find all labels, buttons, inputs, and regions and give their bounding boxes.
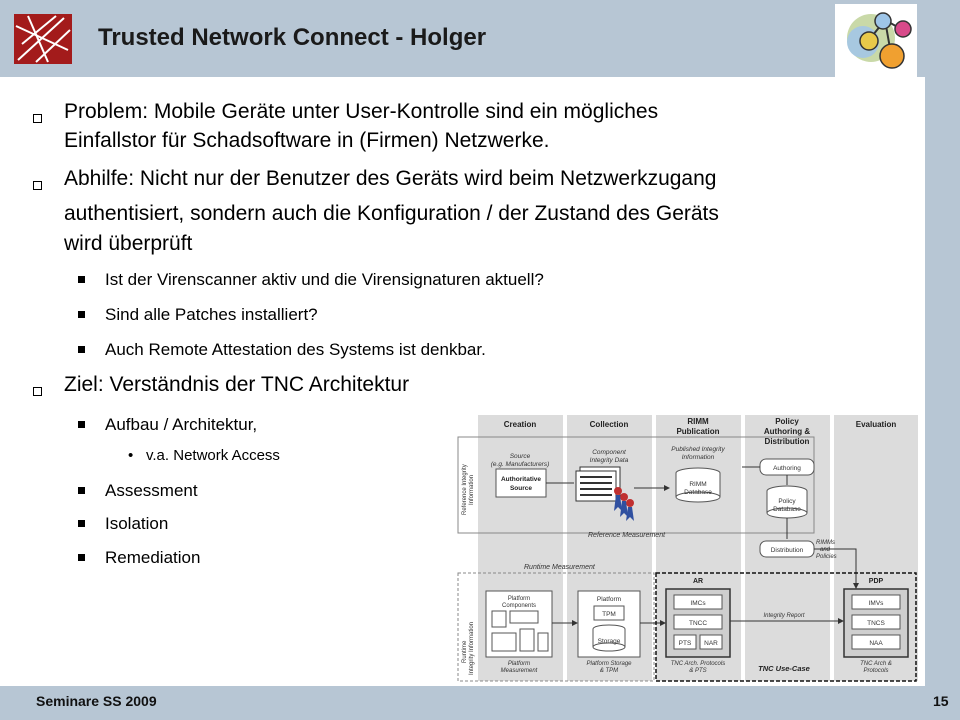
filled-square-bullet-icon — [78, 421, 85, 428]
comp-int-label-2: Integrity Data — [590, 457, 629, 464]
footer-seminar: Seminare SS 2009 — [36, 693, 157, 709]
rimm-database-icon — [675, 467, 721, 503]
header-bar — [0, 0, 925, 77]
policy-database-icon — [766, 485, 808, 519]
side-label-bottom-2: Integrity Information — [469, 622, 475, 675]
policy-db-label-2: Database — [773, 506, 801, 513]
square-bullet-icon — [33, 387, 42, 396]
rimms-label-3: Policies — [816, 554, 837, 560]
runtime-meas-label: Runtime Measurement — [524, 564, 596, 571]
bullet-2-line-3: wird überprüft — [64, 232, 193, 255]
authoritative-source-box — [495, 468, 547, 498]
reference-region — [457, 436, 815, 534]
tnc-arch-pdp-label-2: Protocols — [863, 668, 888, 674]
plat-stor-label-2: & TPM — [600, 668, 618, 674]
bullet-1-line-2: Einfallstor für Schadsoftware in (Firmen… — [64, 129, 550, 152]
slide-title: Trusted Network Connect - Holger — [98, 24, 487, 51]
rimm-db-label-2: Database — [684, 489, 712, 496]
plat-meas-label-1: Platform — [508, 661, 530, 667]
distribution-label: Distribution — [771, 547, 804, 554]
plat-stor-label-1: Platform Storage — [586, 661, 632, 667]
bullet-2-sub-1: Ist der Virenscanner aktiv und die Viren… — [105, 270, 544, 289]
imvs-label: IMVs — [869, 600, 885, 607]
filled-square-bullet-icon — [78, 346, 85, 353]
filled-square-bullet-icon — [78, 487, 85, 494]
side-label-bottom-1: Runtime — [462, 640, 468, 663]
col-creation-label: Creation — [504, 420, 537, 429]
naa-label: NAA — [869, 640, 883, 647]
footer-bar — [0, 686, 960, 720]
bullet-1-line-1: Problem: Mobile Geräte unter User-Kontro… — [64, 100, 659, 123]
rimms-label-2: and — [820, 547, 831, 553]
side-label-top-1: Reference Integrity — [462, 464, 468, 515]
rimm-db-label-1: RIMM — [689, 481, 706, 488]
comp-int-label-1: Component — [592, 449, 627, 456]
ref-meas-label: Reference Measurement — [588, 532, 666, 539]
auth-source-label-1: Authoritative — [501, 476, 541, 483]
auth-source-label-2: Source — [510, 485, 532, 492]
tnc-arch-label-2: & PTS — [689, 668, 706, 674]
bullet-2-sub-3: Auch Remote Attestation des Systems ist … — [105, 340, 486, 359]
col-collection-label: Collection — [590, 420, 629, 429]
pts-label: PTS — [679, 640, 692, 647]
source-label-2: (e.g. Manufacturers) — [491, 461, 550, 468]
col-evaluation-label: Evaluation — [856, 420, 897, 429]
policy-db-label-1: Policy — [778, 498, 796, 505]
filled-square-bullet-icon — [78, 276, 85, 283]
bullet-3-sub-1: Aufbau / Architektur, — [105, 415, 258, 434]
bullet-2-line-1: Abhilfe: Nicht nur der Benutzer des Gerä… — [64, 167, 717, 190]
bullet-3-sub-4: Remediation — [105, 548, 201, 567]
page-number: 15 — [933, 693, 949, 709]
bullet-3-sub-1-sub-1: v.a. Network Access — [146, 447, 280, 464]
tnc-use-case-label: TNC Use-Case — [758, 664, 810, 673]
storage-label: Storage — [598, 638, 621, 645]
pub-int-label-1: Published Integrity — [671, 446, 725, 453]
plat-comp-label-1: Platform — [508, 596, 530, 602]
filled-square-bullet-icon — [78, 520, 85, 527]
plat-comp-label-2: Components — [502, 603, 536, 609]
square-bullet-icon — [33, 114, 42, 123]
tncc-label: TNCC — [689, 620, 707, 627]
col-policy-label-1: Policy — [775, 417, 799, 426]
tnc-arch-pdp-label-1: TNC Arch & — [860, 661, 892, 667]
col-policy-label-3: Distribution — [765, 437, 810, 446]
col-policy-label-2: Authoring & — [764, 427, 810, 436]
tpm-box — [593, 605, 625, 621]
square-bullet-icon — [33, 181, 42, 190]
university-logo — [14, 14, 72, 64]
bullet-2-line-2: authentisiert, sondern auch die Konfigur… — [64, 202, 719, 225]
tpm-label: TPM — [602, 611, 616, 618]
filled-square-bullet-icon — [78, 311, 85, 318]
right-strip — [925, 0, 960, 720]
tncs-label: TNCS — [867, 620, 885, 627]
imcs-label: IMCs — [690, 600, 706, 607]
bullet-3-sub-2: Assessment — [105, 481, 198, 500]
ar-label: AR — [693, 578, 703, 585]
dot-bullet-icon: • — [128, 447, 134, 464]
molecule-logo — [835, 4, 917, 78]
tnc-arch-label-1: TNC Arch. Protocols — [671, 661, 725, 667]
side-label-top-2: Information — [469, 475, 475, 505]
storage-icon — [592, 624, 626, 652]
filled-square-bullet-icon — [78, 554, 85, 561]
integrity-report-label: Integrity Report — [763, 613, 804, 619]
tnc-use-case-region — [655, 572, 917, 682]
tnc-architecture-diagram: Creation Collection RIMM Publication Pol… — [457, 415, 918, 682]
platform-label: Platform — [597, 596, 621, 603]
authoring-label: Authoring — [773, 465, 801, 472]
integrity-documents-icon — [575, 466, 634, 521]
bullet-2-sub-2: Sind alle Patches installiert? — [105, 305, 318, 324]
col-rimm-label-1: RIMM — [687, 417, 709, 426]
bullet-3-sub-3: Isolation — [105, 514, 169, 533]
runtime-region — [457, 572, 655, 682]
source-label-1: Source — [510, 453, 531, 460]
pub-int-label-2: Information — [682, 454, 715, 461]
plat-meas-label-2: Measurement — [501, 668, 538, 674]
rimms-label-1: RIMMs — [816, 540, 835, 546]
col-rimm-label-2: Publication — [676, 427, 719, 436]
bullet-3: Ziel: Verständnis der TNC Architektur — [64, 373, 410, 396]
nar-label: NAR — [704, 640, 718, 647]
pdp-label: PDP — [869, 578, 884, 585]
